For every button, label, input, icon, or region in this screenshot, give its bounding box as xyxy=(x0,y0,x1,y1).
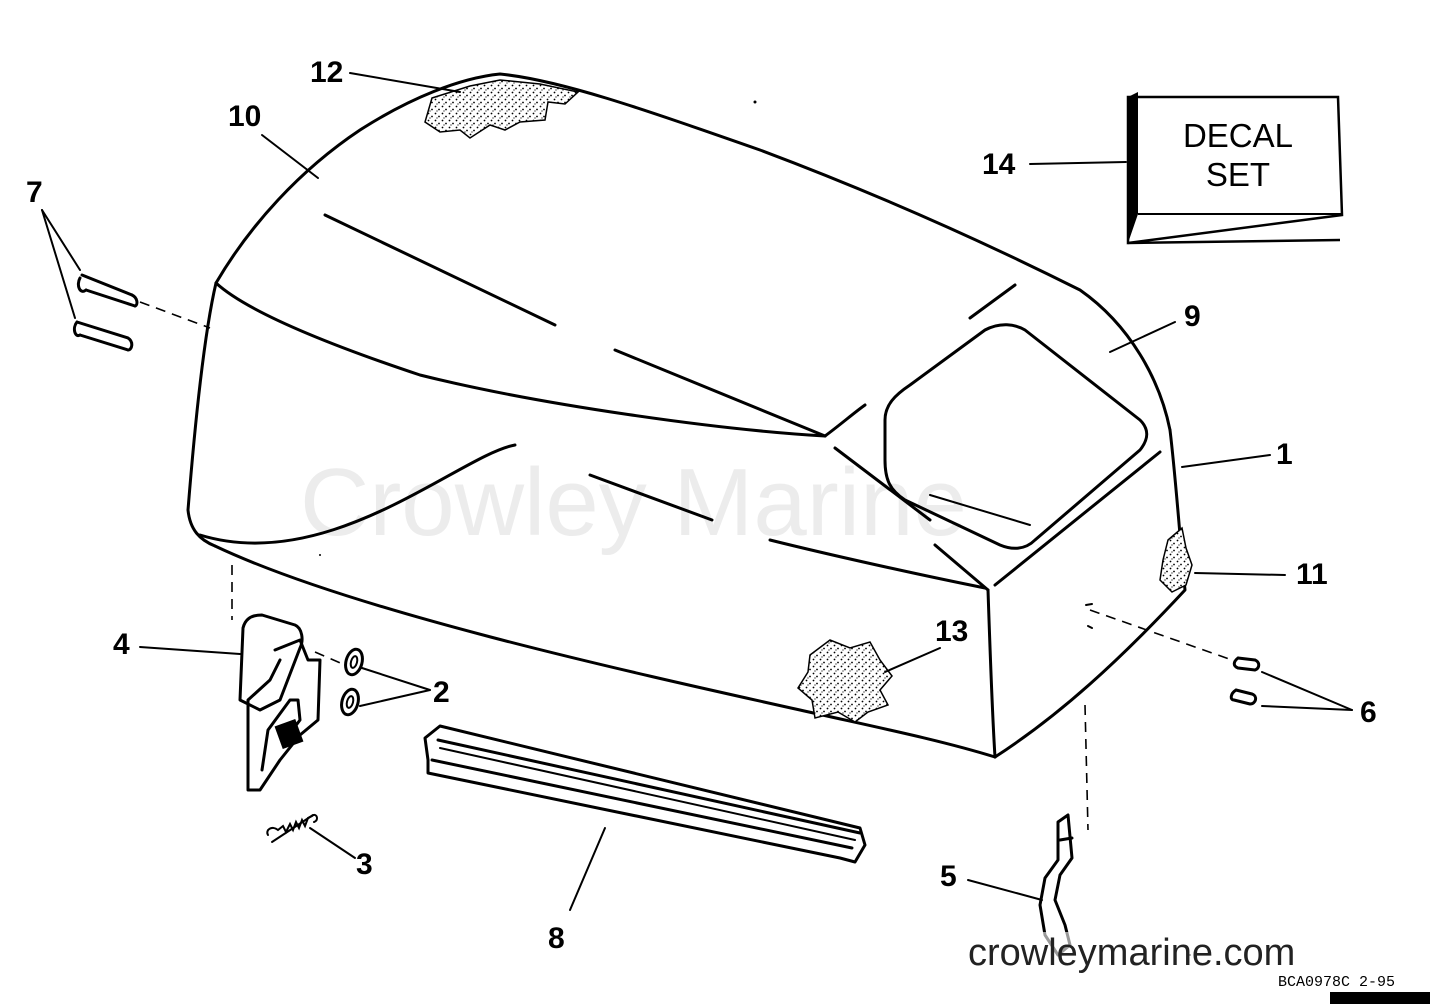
cover-crease-1 xyxy=(323,213,557,327)
cover-diag-2 xyxy=(933,543,990,592)
cover-crease-2 xyxy=(613,348,827,438)
screws-7 xyxy=(72,273,211,352)
spring-3 xyxy=(266,813,319,843)
engine-cover-shell xyxy=(186,72,1187,759)
foam-patch-11 xyxy=(1159,526,1193,593)
decal-line-2: SET xyxy=(1205,156,1271,193)
washers-2 xyxy=(340,647,364,717)
callout-11: 11 xyxy=(1296,558,1328,591)
callout-14: 14 xyxy=(982,148,1016,181)
callout-9: 9 xyxy=(1184,300,1201,333)
callout-1: 1 xyxy=(1276,438,1293,471)
site-url-text: crowleymarine.com xyxy=(968,932,1296,975)
ref-code-text: BCA0978C 2-95 xyxy=(1278,974,1396,991)
bracket-5 xyxy=(1038,704,1089,957)
cover-diag-1 xyxy=(833,446,932,522)
screws-6 xyxy=(1085,603,1261,706)
callout-5: 5 xyxy=(940,860,957,893)
callout-3: 3 xyxy=(356,848,373,881)
cover-mid-crease xyxy=(588,473,714,522)
foam-patch-12 xyxy=(424,79,580,139)
seal-strip-8 xyxy=(423,724,867,864)
decal-set-box xyxy=(1126,92,1344,245)
cover-crease-4 xyxy=(968,283,1017,320)
callout-2: 2 xyxy=(433,676,450,709)
cover-window xyxy=(883,323,1149,550)
callout-12: 12 xyxy=(310,56,344,89)
cover-right-lower-edge xyxy=(993,428,1187,759)
cover-lower-crease xyxy=(198,443,517,545)
ref-bar xyxy=(1330,992,1430,1004)
cover-window-inner xyxy=(929,494,1031,526)
callout-7: 7 xyxy=(26,176,43,209)
cover-crease-3 xyxy=(823,403,867,438)
leader-lines xyxy=(41,72,1353,911)
cover-top-edge xyxy=(214,72,1172,432)
foam-patch-13 xyxy=(797,639,893,723)
cover-front-crease xyxy=(768,538,987,590)
callout-4: 4 xyxy=(113,628,130,661)
cover-bottom-edge xyxy=(213,544,997,759)
cover-corner-edge xyxy=(986,588,997,759)
cover-diag-3 xyxy=(993,450,1162,587)
latch-4 xyxy=(231,565,346,792)
callout-8: 8 xyxy=(548,922,565,955)
callout-10: 10 xyxy=(228,100,262,133)
cover-shoulder-line xyxy=(214,281,827,438)
decal-line-1: DECAL xyxy=(1182,117,1294,154)
callout-6: 6 xyxy=(1360,696,1377,729)
callout-13: 13 xyxy=(935,615,969,648)
cover-left-edge xyxy=(186,281,218,548)
decal-set-label: DECAL SET xyxy=(1150,116,1326,194)
